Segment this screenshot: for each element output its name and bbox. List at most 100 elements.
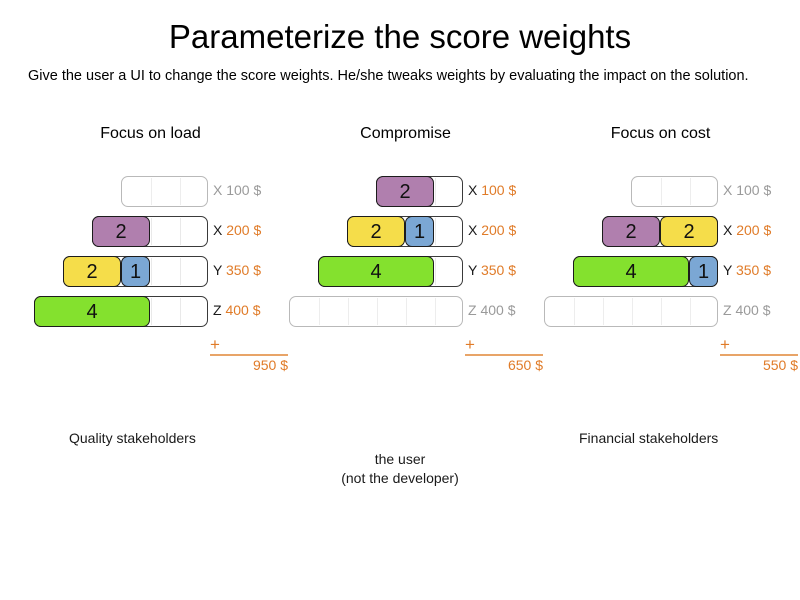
weight-row: 2 X 200 $ <box>28 213 273 253</box>
track-cell-divider <box>348 298 349 325</box>
row-amount: 350 $ <box>735 262 772 278</box>
track-cell-divider <box>151 218 152 245</box>
row-amount: 350 $ <box>225 262 262 278</box>
page-subtitle: Give the user a UI to change the score w… <box>28 68 749 84</box>
row-cost-label: Z 400 $ <box>723 302 771 318</box>
row-cost-label: Y 350 $ <box>723 262 771 278</box>
row-cost-label: X 100 $ <box>213 182 261 198</box>
weight-row: 4 Y 350 $ <box>283 253 528 293</box>
track-cell-divider <box>603 298 604 325</box>
sum-rule <box>720 354 798 356</box>
track-cell-divider <box>690 298 691 325</box>
row-cost-label: X 200 $ <box>468 222 516 238</box>
page-title: Parameterize the score weights <box>168 18 632 55</box>
sum-plus-icon: + <box>210 335 220 354</box>
row-amount: 400 $ <box>225 302 261 318</box>
track-cell-divider <box>406 298 407 325</box>
weight-segment-green[interactable]: 4 <box>573 256 689 287</box>
row-key: Y <box>213 262 226 278</box>
row-key: Z <box>213 302 226 318</box>
track-cell-divider <box>690 178 691 205</box>
weight-segment-blue[interactable]: 1 <box>121 256 150 287</box>
track-cell-divider <box>435 178 436 205</box>
row-key: X <box>468 182 482 198</box>
row-cost-label: Y 350 $ <box>468 262 516 278</box>
row-key: X <box>213 182 227 198</box>
weight-segment-blue[interactable]: 1 <box>405 216 434 247</box>
weight-row: 2 X 100 $ <box>283 173 528 213</box>
row-amount: 350 $ <box>480 262 517 278</box>
stakeholder-axis <box>0 390 800 590</box>
row-key: X <box>468 222 482 238</box>
sum-plus-icon: + <box>720 335 730 354</box>
row-cost-label: X 200 $ <box>213 222 261 238</box>
weight-segment-green[interactable]: 4 <box>318 256 434 287</box>
total-value: 950 $ <box>252 357 288 373</box>
total-value: 550 $ <box>762 357 798 373</box>
weight-row: X 100 $ <box>538 173 783 213</box>
scenario-title: Focus on cost <box>610 125 711 142</box>
row-key: Y <box>468 262 481 278</box>
row-cost-label: X 100 $ <box>723 182 771 198</box>
weight-segment-yellow[interactable]: 2 <box>63 256 121 287</box>
row-cost-label: Z 400 $ <box>213 302 261 318</box>
row-cost-label: Z 400 $ <box>468 302 516 318</box>
row-amount: 100 $ <box>481 182 517 198</box>
row-amount: 400 $ <box>735 302 771 318</box>
scenario-title: Compromise <box>360 125 451 142</box>
track-cell-divider <box>151 258 152 285</box>
row-amount: 100 $ <box>226 182 262 198</box>
sum-rule <box>465 354 543 356</box>
scenario-total: +550 $ <box>720 335 798 378</box>
track-cell-divider <box>180 298 181 325</box>
track-cell-divider <box>661 178 662 205</box>
row-cost-label: X 200 $ <box>723 222 771 238</box>
axis-label-right: Financial stakeholders <box>579 430 719 446</box>
row-key: X <box>213 222 227 238</box>
weight-slider-track[interactable] <box>289 296 463 327</box>
track-cell-divider <box>661 298 662 325</box>
row-cost-label: X 100 $ <box>468 182 516 198</box>
sum-rule <box>210 354 288 356</box>
track-cell-divider <box>151 178 152 205</box>
track-cell-divider <box>377 298 378 325</box>
track-cell-divider <box>632 298 633 325</box>
weight-segment-purple[interactable]: 2 <box>92 216 150 247</box>
weight-segment-green[interactable]: 4 <box>34 296 150 327</box>
track-cell-divider <box>180 218 181 245</box>
weight-segment-blue[interactable]: 1 <box>689 256 718 287</box>
track-cell-divider <box>151 298 152 325</box>
track-cell-divider <box>319 298 320 325</box>
weight-segment-purple[interactable]: 2 <box>376 176 434 207</box>
track-cell-divider <box>435 298 436 325</box>
user-caption-line-2: (not the developer) <box>341 470 459 486</box>
track-cell-divider <box>435 258 436 285</box>
weight-slider-track[interactable] <box>544 296 718 327</box>
user-caption-line-1: the user <box>374 451 426 467</box>
weight-segment-purple[interactable]: 2 <box>602 216 660 247</box>
weight-segment-yellow[interactable]: 2 <box>660 216 718 247</box>
sum-plus-icon: + <box>465 335 475 354</box>
track-cell-divider <box>574 298 575 325</box>
track-cell-divider <box>180 258 181 285</box>
row-amount: 200 $ <box>736 222 772 238</box>
weight-row: Z 400 $ <box>283 293 528 333</box>
weight-slider-track[interactable] <box>121 176 208 207</box>
weight-row: 4 Z 400 $ <box>28 293 273 333</box>
total-value: 650 $ <box>507 357 543 373</box>
axis-label-left: Quality stakeholders <box>69 430 196 446</box>
row-key: Z <box>468 302 481 318</box>
weight-segment-yellow[interactable]: 2 <box>347 216 405 247</box>
weight-slider-track[interactable] <box>631 176 718 207</box>
row-key: Z <box>723 302 736 318</box>
track-cell-divider <box>435 218 436 245</box>
weight-row: Z 400 $ <box>538 293 783 333</box>
